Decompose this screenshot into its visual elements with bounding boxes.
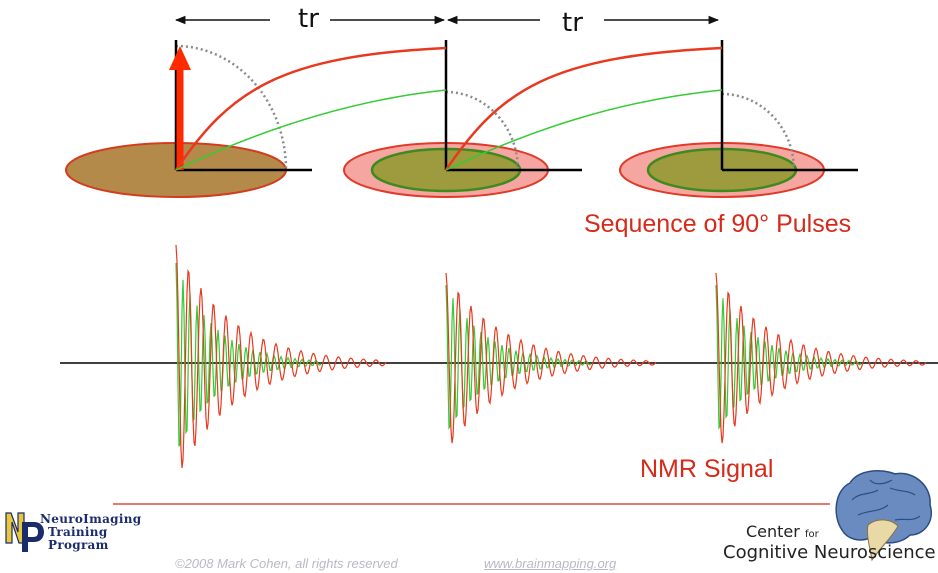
brain-icon (835, 470, 932, 562)
magnetization-stage-1 (65, 40, 312, 198)
recovery-green-1 (175, 89, 447, 171)
program-logo-line3: Program (48, 538, 109, 552)
center-logo-line1: Center for (746, 522, 819, 541)
signal-caption: NMR Signal (640, 455, 774, 483)
tip-arc-3 (721, 92, 796, 171)
fid-green-2 (445, 284, 592, 430)
fid-green-1 (175, 262, 322, 447)
magnetization-stage-2 (343, 40, 582, 198)
pulses-caption: Sequence of 90° Pulses (584, 210, 852, 238)
tr-label-1: tr (298, 4, 319, 34)
center-logo-center: Center (746, 522, 800, 541)
program-logo-line1: NeuroImaging (40, 512, 142, 526)
website-link[interactable]: www.brainmapping.org (484, 556, 617, 571)
center-logo-for: for (804, 529, 819, 540)
fid-red-3 (715, 272, 927, 444)
nmr-signal-traces (175, 244, 927, 469)
tr-label-2: tr (562, 8, 583, 38)
program-logo-line2: Training (48, 525, 108, 539)
magnetization-stage-3 (619, 40, 858, 198)
fid-green-3 (715, 284, 862, 430)
recovery-red-2 (444, 46, 723, 171)
fid-red-1 (175, 244, 387, 469)
copyright-text: ©2008 Mark Cohen, all rights reserved (175, 556, 398, 571)
fid-red-2 (445, 272, 657, 444)
center-logo-line2: Cognitive Neuroscience (723, 542, 936, 563)
magnetization-vector-head (169, 46, 191, 70)
recovery-red-1 (174, 46, 447, 171)
recovery-curves (174, 46, 723, 171)
recovery-green-2 (445, 89, 723, 171)
program-logo-mark (5, 512, 44, 552)
program-logo-text: NeuroImaging Training Program (40, 513, 141, 552)
